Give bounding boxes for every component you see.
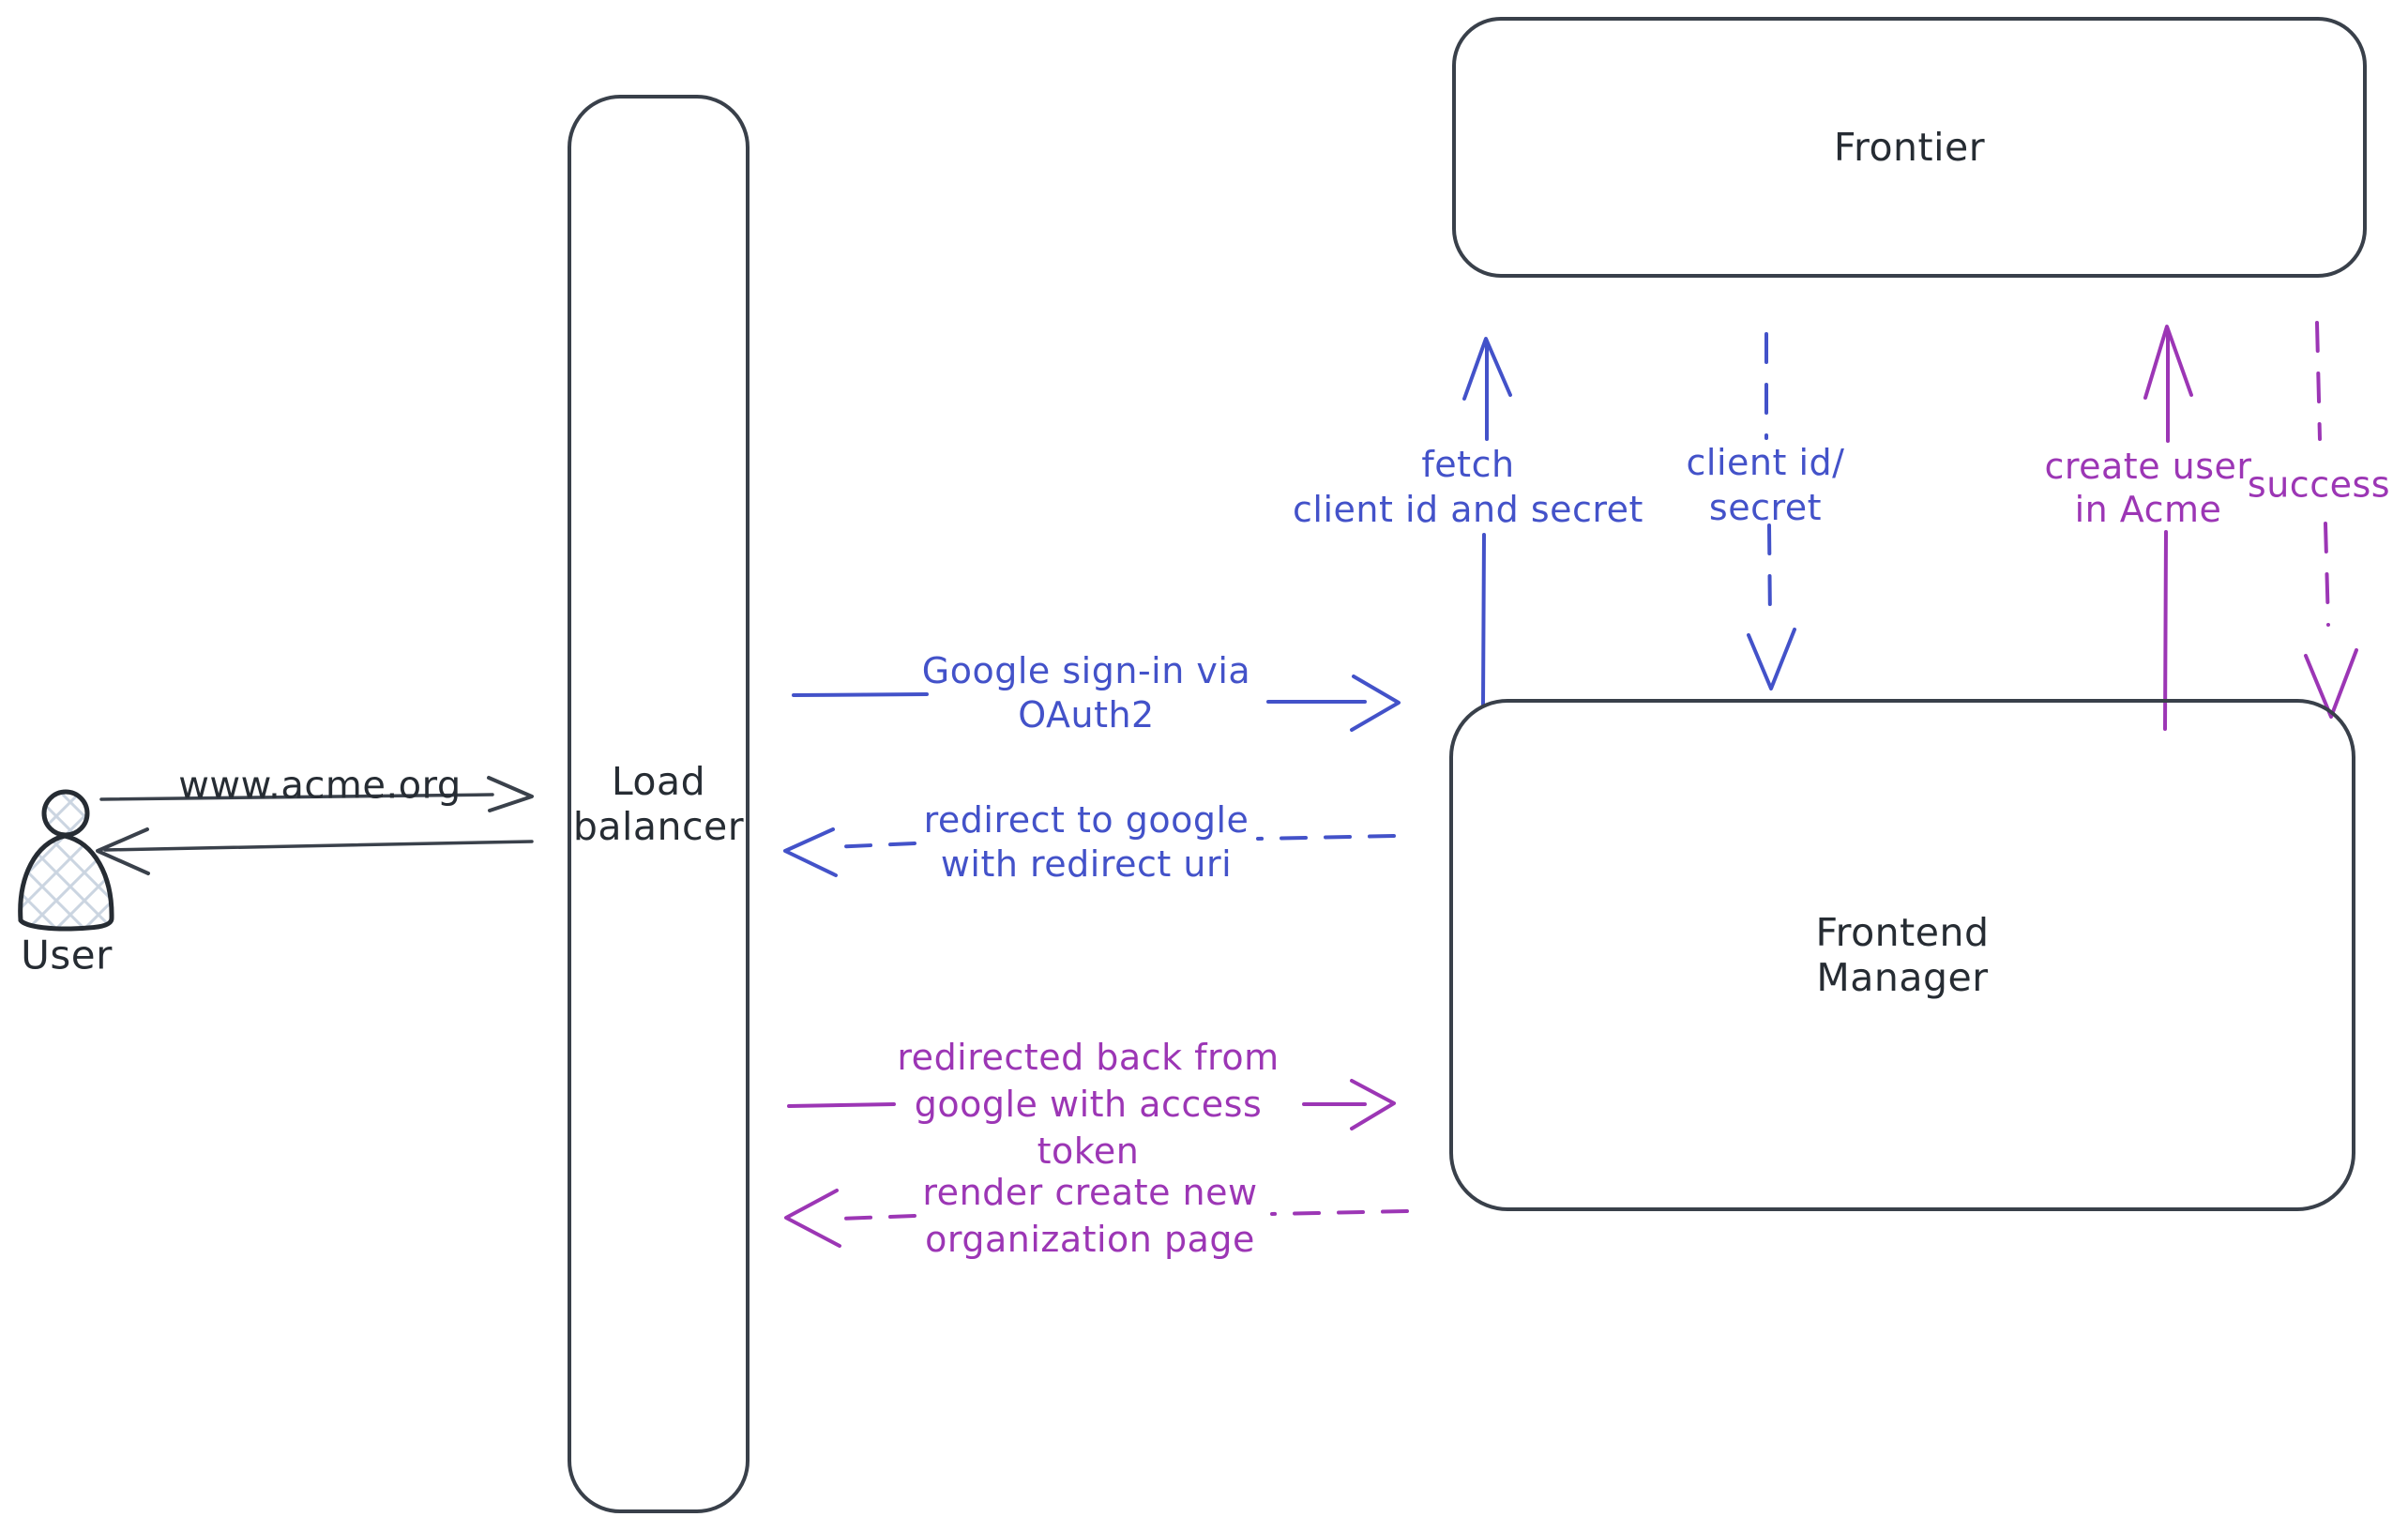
edge-label-fetch-client: fetch client id and secret — [1293, 442, 1643, 532]
frontend-manager-label-line2: Manager — [1816, 955, 1989, 1000]
edge-label-clientid-line1: client id/ — [1686, 442, 1845, 483]
edge-label-redirected-back-line2: google with access — [914, 1084, 1263, 1125]
arrow-redirected-back-shaft-left — [787, 1102, 896, 1108]
arrow-redirect-dashes-left — [827, 842, 916, 849]
arrow-redirected-back-head — [1350, 1079, 1396, 1130]
arrow-clientid-dashes-lower — [1767, 523, 1772, 625]
arrow-fetch-client — [1462, 337, 1512, 706]
arrow-redirect-google — [783, 827, 1396, 877]
edge-label-redirected-back-line3: token — [1037, 1130, 1140, 1172]
arrow-www-acme — [99, 776, 534, 812]
edge-label-clientid-line2: secret — [1708, 487, 1823, 528]
frontend-manager-label-line1: Frontend — [1815, 910, 1990, 955]
edge-label-render-line1: render create new — [922, 1172, 1258, 1213]
edge-label-fetch-line1: fetch — [1421, 444, 1515, 485]
arrow-google-signin-head — [1350, 675, 1401, 732]
edge-label-google-signin: Google sign-in via OAuth2 — [922, 649, 1250, 737]
edge-label-google-signin-line1: Google sign-in via — [921, 650, 1251, 691]
arrow-google-signin — [792, 675, 1401, 732]
load-balancer-label-line1: Load — [611, 759, 706, 804]
arrow-reply-to-user — [96, 827, 534, 875]
arrow-render-head — [784, 1189, 841, 1248]
frontend-manager-box: Frontend Manager — [1449, 699, 2355, 1211]
arrow-render-dashes-right — [1270, 1209, 1409, 1216]
edge-label-render-line2: organization page — [925, 1219, 1255, 1260]
arrow-redirect-head — [783, 827, 838, 877]
user-label: User — [21, 932, 113, 978]
edge-label-redirect-line2: with redirect uri — [940, 843, 1233, 885]
arrow-create-user-shaft-lower — [2163, 530, 2168, 731]
arrow-render-page — [784, 1189, 1409, 1248]
edge-label-redirected-back: redirected back from google with access … — [897, 1034, 1279, 1175]
arrow-redirect-dashes-right — [1256, 834, 1396, 841]
person-body — [18, 833, 114, 932]
edge-label-www-acme: www.acme.org — [178, 764, 462, 808]
edge-label-redirected-back-line1: redirected back from — [897, 1037, 1280, 1078]
arrow-render-dashes-left — [839, 1214, 916, 1221]
arrow-fetch-shaft-lower — [1481, 533, 1486, 706]
edge-label-fetch-line2: client id and secret — [1293, 489, 1643, 530]
edge-label-redirect-line1: redirect to google — [923, 799, 1249, 841]
arrow-fetch-head — [1462, 337, 1512, 401]
arrow-reply-head — [96, 827, 150, 875]
arrow-success-dashes-lower — [2324, 522, 2330, 627]
arrow-create-user-head — [2143, 325, 2193, 400]
arrow-success — [2304, 321, 2358, 719]
edge-label-google-signin-line2: OAuth2 — [1018, 694, 1155, 736]
person-head — [41, 789, 90, 838]
edge-label-render-page: render create new organization page — [922, 1169, 1257, 1263]
edge-label-success: success — [2247, 463, 2391, 506]
frontier-box: Frontier — [1452, 17, 2367, 278]
load-balancer-box: Load balancer — [568, 95, 750, 1513]
arrow-success-dashes-upper — [2315, 321, 2322, 441]
edge-label-redirect-google: redirect to google with redirect uri — [924, 798, 1249, 887]
arrow-create-user — [2143, 325, 2193, 731]
frontier-label: Frontier — [1833, 125, 1986, 170]
edge-label-create-user-line2: in Acme — [2074, 489, 2222, 530]
user-person-icon — [18, 789, 114, 932]
arrow-redirected-back — [787, 1079, 1396, 1130]
arrow-google-signin-shaft-left — [792, 692, 929, 697]
arrow-www-shaft — [99, 793, 494, 801]
arrow-www-head — [487, 776, 534, 812]
load-balancer-label: Load balancer — [573, 759, 744, 849]
edge-label-client-id-secret: client id/ secret — [1687, 440, 1845, 530]
edge-label-create-user-line1: create user — [2044, 446, 2252, 487]
arrow-clientid-head — [1747, 628, 1796, 690]
arrow-reply-shaft — [103, 840, 534, 852]
arrow-client-id-secret — [1747, 332, 1796, 690]
frontend-manager-label: Frontend Manager — [1816, 910, 1990, 1000]
load-balancer-label-line2: balancer — [572, 804, 745, 849]
edge-label-create-user: create user in Acme — [2044, 445, 2251, 531]
